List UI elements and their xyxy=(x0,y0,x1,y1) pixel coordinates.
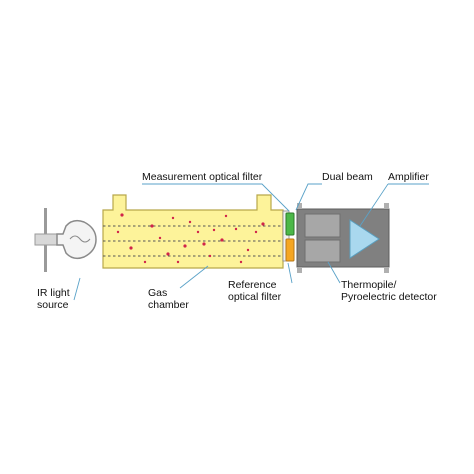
detector-cell xyxy=(304,239,341,263)
gas-particles xyxy=(116,213,265,264)
amplifier-triangle-icon xyxy=(349,219,380,259)
label-ir-source-1: IR light xyxy=(37,287,70,299)
label-amplifier: Amplifier xyxy=(388,171,429,183)
gas-particle xyxy=(196,230,200,234)
gas-particle xyxy=(212,228,216,232)
gas-particle xyxy=(158,236,162,240)
measurement-filter xyxy=(285,212,295,236)
gas-particle xyxy=(208,254,212,258)
housing-clip xyxy=(297,203,302,209)
gas-particle xyxy=(129,246,133,250)
gas-particle xyxy=(120,213,124,217)
leader-reference-filter xyxy=(287,262,293,284)
gas-particle xyxy=(166,252,170,256)
bulb-glass xyxy=(56,219,97,260)
label-dual-beam: Dual beam xyxy=(322,171,373,183)
bulb-icon xyxy=(56,219,97,260)
gas-particle xyxy=(220,238,224,242)
gas-particle xyxy=(239,260,243,264)
leader-gas-chamber xyxy=(179,265,209,289)
leader-ir-source xyxy=(73,277,81,301)
housing-clip xyxy=(384,203,389,209)
gas-chamber-body xyxy=(102,194,284,269)
gas-particle xyxy=(176,260,180,264)
gas-particle xyxy=(143,260,147,264)
gas-particle xyxy=(171,216,175,220)
label-gas-chamber-2: chamber xyxy=(148,299,189,311)
gas-particle xyxy=(150,224,154,228)
gas-particle xyxy=(183,244,187,248)
label-measurement-filter: Measurement optical filter xyxy=(142,171,263,183)
gas-particle xyxy=(116,230,120,234)
bulb-filament xyxy=(69,235,91,243)
leader-dual-beam xyxy=(295,183,322,211)
leader-lines xyxy=(73,183,429,301)
gas-chamber xyxy=(102,194,284,269)
housing-clip xyxy=(384,267,389,273)
label-detector-1: Thermopile/ xyxy=(341,279,397,291)
leader-amplifier xyxy=(359,183,389,227)
detector-cell xyxy=(304,213,341,238)
labels: Measurement optical filter Dual beam Amp… xyxy=(37,171,437,311)
label-reference-filter-1: Reference xyxy=(228,279,277,291)
label-ir-source-2: source xyxy=(37,299,69,311)
optical-filters xyxy=(282,210,295,262)
reference-filter xyxy=(285,238,295,262)
label-gas-chamber-1: Gas xyxy=(148,287,167,299)
gas-particle xyxy=(261,222,265,226)
ir-lamp-mount xyxy=(34,208,58,272)
gas-particle xyxy=(224,214,228,218)
housing-clip xyxy=(297,267,302,273)
gas-particle xyxy=(246,248,250,252)
lamp-socket xyxy=(34,233,58,246)
gas-particle xyxy=(234,227,238,231)
detector-unit xyxy=(296,203,390,273)
label-detector-2: Pyroelectric detector xyxy=(341,291,437,303)
leader-detector xyxy=(327,261,341,284)
gas-particle xyxy=(188,220,192,224)
gas-particle xyxy=(254,230,258,234)
gas-particle xyxy=(202,242,206,246)
label-reference-filter-2: optical filter xyxy=(228,291,282,303)
leader-measurement-filter xyxy=(142,183,290,212)
